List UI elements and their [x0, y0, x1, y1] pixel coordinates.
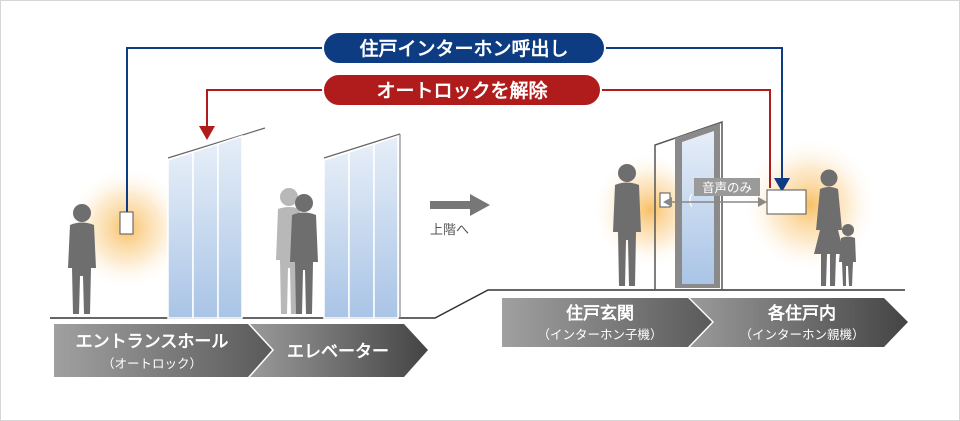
label-unit-entrance: 住戸玄関 （インターホン子機）	[502, 298, 712, 347]
glass-partitions-elevator	[323, 133, 401, 319]
label-entrance-hall-main: エントランスホール	[76, 332, 229, 352]
label-elevator-main: エレベーター	[287, 342, 389, 362]
unit-door: (	[654, 120, 723, 290]
people-indoor	[814, 169, 856, 286]
label-unit-interior-main: 各住戸内	[767, 303, 836, 324]
voice-only-badge	[694, 178, 760, 196]
glow-indoor	[742, 137, 878, 273]
unlock-pill	[322, 73, 602, 107]
label-unit-interior: 各住戸内 （インターホン親機）	[690, 298, 908, 347]
glass-partitions-entrance	[167, 127, 266, 319]
entrance-intercom-panel	[119, 211, 134, 235]
label-unit-interior-sub: （インターホン親機）	[739, 327, 864, 342]
label-entrance-hall: エントランスホール （オートロック）	[54, 324, 272, 377]
call-arrow-head	[774, 178, 790, 192]
call-pill	[322, 31, 606, 65]
label-unit-entrance-main: 住戸玄関	[566, 303, 634, 324]
label-entrance-hall-sub: （オートロック）	[102, 356, 202, 371]
label-elevator: エレベーター	[250, 324, 428, 377]
label-unit-entrance-sub: （インターホン子機）	[537, 327, 662, 342]
upstairs-label: 上階へ	[430, 223, 469, 238]
door-handle-icon: (	[688, 193, 693, 209]
call-pill-label: 住戸インターホン呼出し	[359, 37, 568, 60]
unlock-arrow-head	[199, 126, 215, 140]
people-elevator	[276, 188, 318, 314]
person-entrance	[68, 204, 96, 314]
voice-only-connector	[663, 197, 767, 207]
person-door	[613, 164, 641, 286]
upstairs-arrow-icon	[430, 194, 490, 216]
unlock-pill-label: オートロックを解除	[376, 79, 548, 102]
voice-only-label: 音声のみ	[702, 180, 752, 195]
indoor-intercom-monitor	[766, 189, 807, 215]
